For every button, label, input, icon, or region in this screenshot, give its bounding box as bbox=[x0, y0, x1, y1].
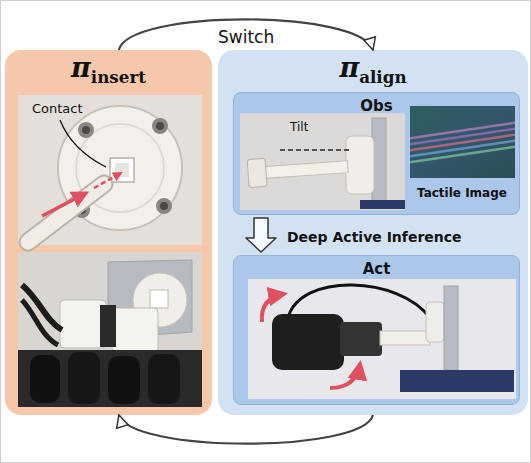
arrow-head bbox=[364, 37, 376, 50]
arrow-head bbox=[117, 415, 128, 428]
block-arrow bbox=[246, 218, 276, 252]
policy-title: πinsert bbox=[71, 52, 146, 87]
edge-label: Deep Active Inference bbox=[287, 229, 462, 245]
callout-label: Contact bbox=[32, 101, 83, 116]
label-holder: Tactile Image bbox=[417, 182, 507, 201]
tilt-label: Tilt bbox=[290, 120, 308, 134]
label-holder: Switch bbox=[218, 27, 274, 47]
gripper-photo bbox=[18, 252, 202, 407]
switch-curve bbox=[119, 415, 373, 444]
switch-arrow bbox=[117, 415, 373, 444]
switch-arrow bbox=[119, 19, 376, 50]
contact-photo bbox=[18, 95, 202, 245]
tactile-image bbox=[405, 106, 520, 178]
switch-arrow bbox=[246, 218, 276, 252]
image-caption: Tactile Image bbox=[417, 186, 507, 200]
label-holder: Deep Active Inference bbox=[287, 227, 462, 246]
box-title: Act bbox=[363, 260, 391, 278]
label-holder: Contact bbox=[32, 98, 83, 117]
switch-curve bbox=[119, 19, 373, 50]
tilt-photo bbox=[240, 113, 405, 210]
label-holder: Tilt bbox=[290, 116, 308, 135]
act-photo bbox=[248, 279, 516, 399]
edge-label: Switch bbox=[218, 27, 274, 47]
policy-title: πalign bbox=[339, 52, 406, 87]
box-title: Obs bbox=[360, 97, 392, 115]
